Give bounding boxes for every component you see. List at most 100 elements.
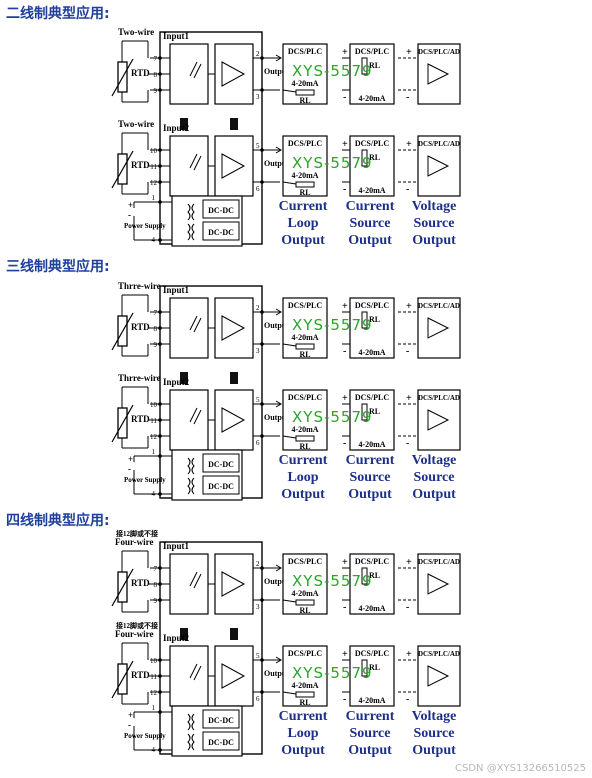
minus-sign: -	[406, 602, 409, 613]
current-source-receiver	[349, 553, 395, 615]
input-label: Input2	[163, 377, 190, 387]
plus-sign: +	[406, 557, 412, 568]
minus-sign: -	[406, 694, 409, 705]
amplifier-block	[214, 645, 254, 707]
terminal-dot	[158, 454, 162, 458]
arrow-icon	[275, 54, 282, 62]
load-resistor	[295, 89, 315, 96]
source-resistor	[361, 659, 368, 677]
receiver-label: DCS/PLC/AD	[418, 140, 460, 148]
transformer-coil-icon	[191, 457, 195, 475]
receiver-label: DCS/PLC	[355, 649, 389, 658]
current-range-label: 4-20mA	[358, 186, 385, 195]
dcdc-converter-2	[202, 221, 240, 241]
plus-sign: +	[342, 393, 348, 404]
minus-sign: -	[343, 602, 346, 613]
output-type-caption: Current	[346, 199, 395, 214]
output-type-caption: Loop	[287, 726, 318, 741]
output-type-caption: Voltage	[412, 453, 457, 468]
input-isolation-block	[169, 43, 209, 105]
wiring-diagram-four-wire: Four-wire接12脚或不接Input1RTD7A18B19B123Outp…	[111, 529, 461, 758]
receiver-label: DCS/PLC	[355, 139, 389, 148]
amplifier-triangle	[221, 571, 246, 597]
plus-sign: +	[342, 301, 348, 312]
plus-sign: +	[342, 139, 348, 150]
terminal-dot	[158, 748, 162, 752]
amplifier-triangle	[221, 153, 246, 179]
current-source-receiver	[349, 43, 395, 105]
amplifier-triangle	[221, 407, 246, 433]
output-type-caption: Output	[412, 487, 456, 502]
terminal-dot	[158, 710, 162, 714]
output-type-caption: Voltage	[412, 199, 457, 214]
rtd-label: RTD	[131, 160, 150, 170]
input-isolation-block	[169, 135, 209, 197]
receiver-label: DCS/PLC/AD	[418, 48, 460, 56]
terminal-dot	[158, 200, 162, 204]
isolation-mark	[193, 573, 202, 589]
output-type-caption: Output	[348, 743, 392, 758]
minus-sign: -	[128, 210, 131, 220]
connector-bar	[230, 372, 238, 384]
watermark-xys5579: XYS-5579	[292, 316, 373, 334]
receiver-label: DCS/PLC/AD	[418, 650, 460, 658]
load-resistor-label: RL	[369, 571, 380, 580]
amplifier-triangle	[221, 663, 246, 689]
wiring-diagram-three-wire: Thrre-wireInput1RTD7A18B19B123Output1DCS…	[111, 281, 461, 502]
output-pin-number: 3	[256, 93, 260, 101]
isolation-mark	[193, 317, 202, 333]
current-range-label: 4-20mA	[291, 425, 318, 434]
terminal-pin-number: 7	[154, 309, 158, 317]
dcdc-label: DC-DC	[208, 716, 234, 725]
wire-type-label: Thrre-wire	[118, 373, 161, 383]
terminal-pin-number: 9	[154, 597, 158, 605]
output-type-caption: Source	[414, 726, 455, 741]
terminal-pin-number: 11	[150, 673, 157, 681]
watermark-xys5579: XYS-5579	[292, 664, 373, 682]
isolation-mark	[189, 571, 198, 587]
receiver-label: DCS/PLC/AD	[418, 394, 460, 402]
terminal-dot	[158, 238, 162, 242]
plus-sign: +	[342, 557, 348, 568]
isolation-mark	[189, 153, 198, 169]
output-type-caption: Output	[412, 743, 456, 758]
source-resistor	[361, 403, 368, 421]
amplifier-block	[214, 389, 254, 451]
rtd-label: RTD	[131, 68, 150, 78]
voltage-source-receiver	[417, 297, 461, 359]
isolation-mark	[189, 407, 198, 423]
rtd-label: RTD	[131, 578, 150, 588]
load-resistor-label: RL	[299, 350, 310, 359]
ad-amplifier-triangle	[427, 317, 450, 339]
plus-sign: +	[406, 301, 412, 312]
wire-type-label: Four-wire	[115, 537, 154, 547]
minus-sign: -	[128, 464, 131, 474]
load-resistor-label: RL	[299, 96, 310, 105]
power-supply-label: Power Supply	[124, 222, 166, 230]
terminal-pin-number: 10	[150, 401, 158, 409]
load-resistor	[295, 599, 315, 606]
load-resistor-label: RL	[299, 698, 310, 707]
arrow-icon	[275, 308, 282, 316]
current-source-receiver	[349, 645, 395, 707]
loop-wire	[282, 343, 297, 347]
output-type-caption: Source	[414, 470, 455, 485]
output-type-caption: Source	[414, 216, 455, 231]
supply-pin-number: 1	[152, 194, 156, 202]
current-source-receiver	[349, 389, 395, 451]
current-range-label: 4-20mA	[358, 604, 385, 613]
output-pin-number: 6	[256, 439, 260, 447]
transformer-coil-icon	[191, 203, 195, 221]
output-type-caption: Source	[350, 216, 391, 231]
output-pin-number: 5	[256, 652, 260, 660]
plus-sign: +	[406, 139, 412, 150]
output-pin-number: 2	[256, 304, 260, 312]
dcdc-label: DC-DC	[208, 206, 234, 215]
source-resistor	[361, 311, 368, 329]
current-loop-receiver	[282, 297, 328, 359]
input-isolation-block	[169, 297, 209, 359]
load-resistor-label: RL	[369, 61, 380, 70]
terminal-pin-number: 8	[154, 325, 158, 333]
terminal-pin-number: 7	[154, 55, 158, 63]
wire-type-label: Two-wire	[118, 119, 154, 129]
